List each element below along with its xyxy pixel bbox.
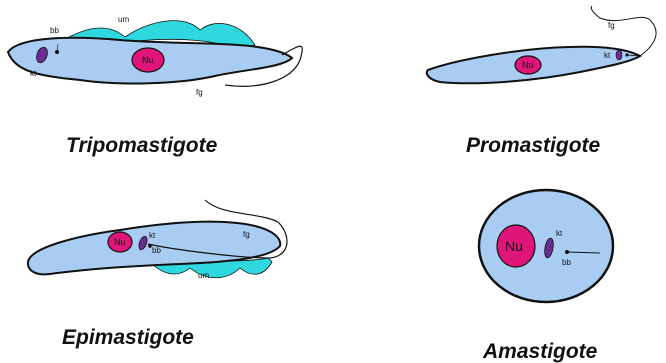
tripomastigote-um-label: um — [118, 15, 129, 24]
amastigote-nucleus-label: Nu — [505, 238, 523, 254]
tripomastigote-figure: Nu bb um kt fg Tripomastigote — [8, 15, 302, 157]
amastigote-kt-label: kt — [556, 229, 563, 238]
amastigote-figure: Nu kt bb Amastigote — [479, 190, 613, 363]
promastigote-fg-label: fg — [608, 21, 615, 30]
tripomastigote-kt-label: kt — [30, 69, 37, 78]
tripomastigote-bb-label: bb — [50, 26, 59, 35]
epimastigote-nucleus-label: Nu — [114, 237, 126, 247]
promastigote-kinetoplast — [616, 50, 622, 60]
epimastigote-figure: Nu kt bb fg um Epimastigote — [28, 200, 287, 349]
epimastigote-um-label: um — [198, 271, 209, 280]
amastigote-bb-label: bb — [562, 258, 571, 267]
tripomastigote-caption: Tripomastigote — [66, 134, 218, 157]
promastigote-kt-label: kt — [604, 51, 611, 60]
epimastigote-bb-label: bb — [152, 246, 161, 255]
epimastigote-caption: Epimastigote — [62, 326, 194, 349]
promastigote-figure: Nu kt fg Promastigote — [427, 6, 656, 157]
tripomastigote-fg-label: fg — [196, 88, 203, 97]
promastigote-caption: Promastigote — [466, 134, 601, 157]
tripomastigote-nucleus-label: Nu — [142, 55, 154, 65]
promastigote-nucleus-label: Nu — [522, 60, 534, 70]
epimastigote-kt-label: kt — [149, 231, 156, 240]
epimastigote-fg-label: fg — [243, 230, 250, 239]
amastigote-caption: Amastigote — [482, 340, 598, 363]
